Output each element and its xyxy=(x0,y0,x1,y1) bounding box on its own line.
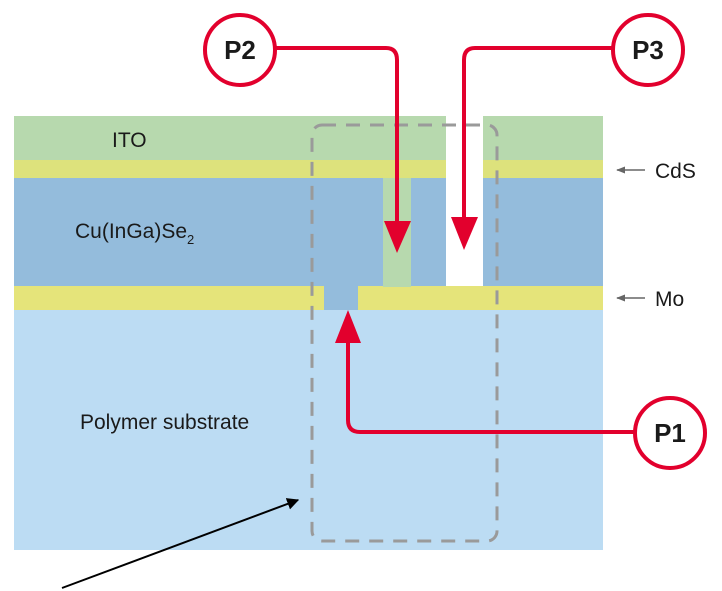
cds-layer-right xyxy=(483,160,603,178)
p1-arrow xyxy=(346,335,634,434)
p2-arrowhead xyxy=(384,221,411,253)
cigs-layer-left xyxy=(14,178,446,286)
p1-callout: P1 xyxy=(633,396,707,470)
cds-layer-left xyxy=(14,160,446,178)
p3-arrow xyxy=(462,46,612,225)
ito-layer-right xyxy=(483,116,603,160)
ito-label: ITO xyxy=(112,129,147,152)
substrate-label: Polymer substrate xyxy=(80,411,249,434)
p3-label: P3 xyxy=(632,35,664,65)
cds-label: CdS xyxy=(655,160,696,183)
cigs-layer-right xyxy=(483,178,603,286)
interconnect-region-box xyxy=(310,123,499,543)
mo-label: Mo xyxy=(655,288,684,311)
mo-layer-right xyxy=(358,286,603,310)
mo-layer-left xyxy=(14,286,324,310)
p1-label: P1 xyxy=(654,418,686,448)
p1-scribe-fill xyxy=(324,286,358,310)
interconnect-pointer-arrow xyxy=(61,498,300,589)
p1-arrowhead xyxy=(335,310,361,343)
p2-label: P2 xyxy=(224,35,256,65)
ito-layer-left xyxy=(14,116,446,160)
p2-callout: P2 xyxy=(203,13,277,87)
p2-arrow xyxy=(276,46,399,228)
p3-callout: P3 xyxy=(611,13,685,87)
cigs-label: Cu(InGa)Se2 xyxy=(75,220,194,247)
p3-arrowhead xyxy=(451,217,478,250)
